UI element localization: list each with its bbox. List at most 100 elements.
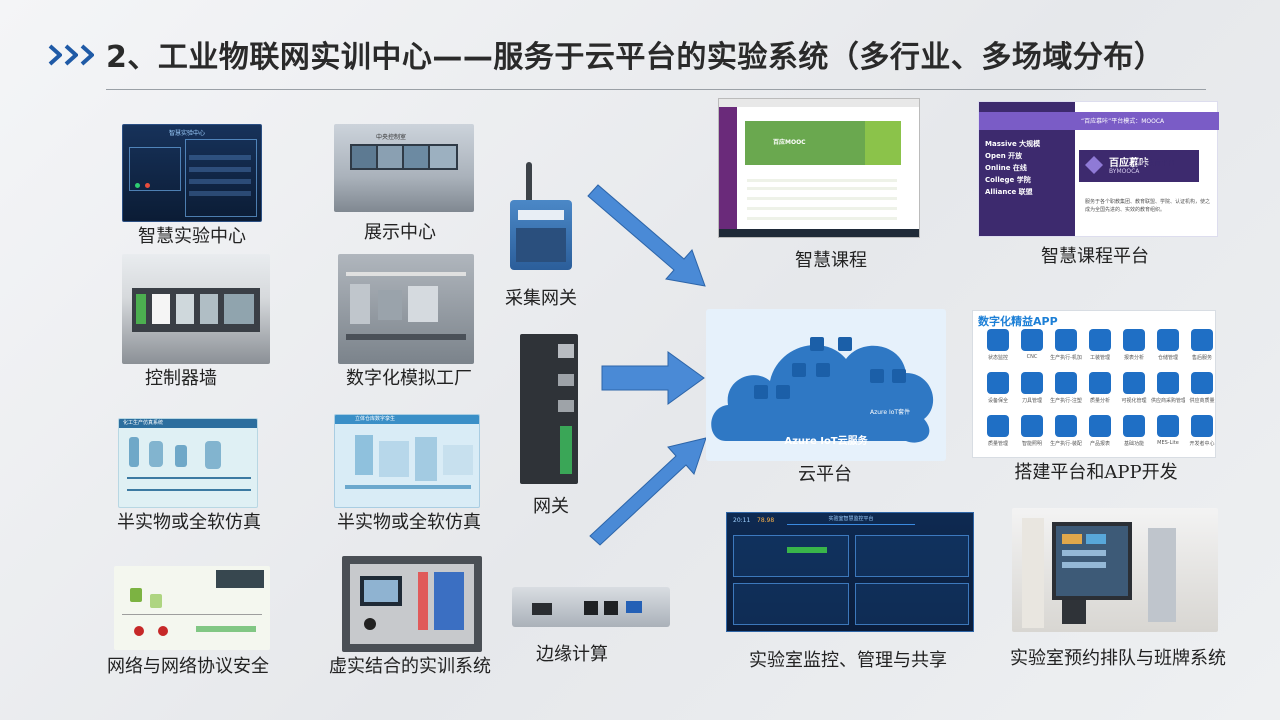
simulation-caption-1: 半实物或全软仿真 xyxy=(117,512,261,533)
app-tile-label: 报表分析 xyxy=(1123,355,1144,361)
cloud-service-label: Azure IoT云服务 xyxy=(784,436,868,447)
app-tile-icon xyxy=(1089,372,1111,394)
app-tile-icon xyxy=(1157,415,1179,437)
cloud-sub-label: Azure IoT套件 xyxy=(870,409,911,416)
app-tile-label: 产品报表 xyxy=(1089,441,1110,447)
collect-gateway-device xyxy=(510,200,572,270)
build-platform-caption: 搭建平台和APP开发 xyxy=(1014,462,1178,483)
mooc-platform-label: 在线教育平台 xyxy=(1133,159,1175,167)
app-tile-icon xyxy=(1021,329,1043,351)
app-tile-icon xyxy=(1191,372,1213,394)
chevron-right-icon xyxy=(48,44,62,66)
lab-monitor-caption: 实验室监控、管理与共享 xyxy=(749,650,947,671)
network-security-caption: 网络与网络协议安全 xyxy=(107,656,269,677)
app-tile-label: 售后服务 xyxy=(1191,355,1212,361)
mooc-description: 服务于各个职教集团、教育联盟、学院、认证机构，使之成为全国先进的、实效的教育组织… xyxy=(1085,199,1211,213)
app-tile-label: 工装管理 xyxy=(1089,355,1110,361)
simulation-2-title: 立体仓库数字孪生 xyxy=(335,415,479,424)
collect-gateway-antenna xyxy=(526,162,532,218)
display-center-caption: 展示中心 xyxy=(364,222,436,243)
smart-course-platform-caption: 智慧课程平台 xyxy=(1041,246,1149,267)
simulation-screenshot-2: 立体仓库数字孪生 xyxy=(334,414,480,508)
bymooca-logo-icon xyxy=(1085,156,1103,174)
simulation-screenshot-1: 化工生产仿真系统 xyxy=(118,418,258,508)
arrow-icon xyxy=(601,351,705,405)
app-tile-icon xyxy=(1157,329,1179,351)
edge-computing-device xyxy=(512,587,670,627)
arrow-icon xyxy=(589,437,707,546)
app-tile-label: 开发者中心 xyxy=(1189,441,1215,447)
app-tile-icon xyxy=(1021,372,1043,394)
app-grid-title: 数字化精益APP xyxy=(978,315,1058,328)
collect-gateway-caption: 采集网关 xyxy=(505,288,577,309)
app-tile-label: 刀具管理 xyxy=(1021,398,1042,404)
smart-course-platform-banner: “百应慕咔”平台模式：MOOCA Massive 大规模 Open 开放 Onl… xyxy=(978,101,1219,237)
app-tile-label: 质量管理 xyxy=(987,441,1008,447)
app-tile-icon xyxy=(1191,329,1213,351)
app-tile-label: 生产执行-注塑 xyxy=(1050,398,1082,404)
simulation-1-title: 化工生产仿真系统 xyxy=(119,419,257,428)
app-tile-icon xyxy=(1089,329,1111,351)
mooc-brand-name: 百应慕咔 xyxy=(1109,158,1149,169)
network-security-diagram xyxy=(114,566,270,650)
controller-wall-caption: 控制器墙 xyxy=(145,368,217,389)
app-tile-icon xyxy=(1191,415,1213,437)
app-tile-icon xyxy=(1157,372,1179,394)
lab-booking-caption: 实验室预约排队与班牌系统 xyxy=(1010,648,1226,669)
chevron-right-icon xyxy=(64,44,78,66)
browser-banner-text: 百应MOOC xyxy=(773,139,806,146)
mooc-brand-en: BYMOOCA xyxy=(1109,168,1140,175)
edge-computing-caption: 边缘计算 xyxy=(536,644,608,665)
controller-wall-photo xyxy=(122,254,270,364)
app-tile-icon xyxy=(987,415,1009,437)
app-tile-icon xyxy=(1123,415,1145,437)
display-wall-label: 中央控制室 xyxy=(376,134,407,141)
app-tile-icon xyxy=(1123,329,1145,351)
cloud-platform-caption: 云平台 xyxy=(798,464,852,485)
virtual-real-training-photo xyxy=(342,556,482,652)
gateway-caption: 网关 xyxy=(533,496,569,517)
page-title: 2、工业物联网实训中心——服务于云平台的实验系统（多行业、多场域分布） xyxy=(106,40,1165,75)
smart-course-caption: 智慧课程 xyxy=(795,250,867,271)
mooc-letters: Massive 大规模 Open 开放 Online 在线 College 学院… xyxy=(985,140,1041,196)
digital-factory-caption: 数字化模拟工厂 xyxy=(346,368,472,389)
digital-factory-photo xyxy=(338,254,474,364)
simulation-caption-2: 半实物或全软仿真 xyxy=(337,512,481,533)
app-tile-icon xyxy=(1055,372,1077,394)
app-tile-label: 基础功能 xyxy=(1123,441,1144,447)
display-center-photo: 中央控制室 xyxy=(334,124,474,212)
app-tile-label: 供应商采购管理 xyxy=(1151,398,1185,404)
monitor-time: 20:11 xyxy=(733,517,751,524)
title-divider xyxy=(106,89,1206,90)
lab-monitor-screenshot: 实验室智慧监控平台 20:11 78.98 xyxy=(726,512,974,632)
app-tile-label: 状态监控 xyxy=(987,355,1008,361)
smart-lab-caption: 智慧实验中心 xyxy=(138,226,246,247)
app-tile-label: 仓储管理 xyxy=(1157,355,1178,361)
monitor-value: 78.98 xyxy=(757,517,775,524)
chevron-right-icon xyxy=(80,44,94,66)
app-tile-label: MES-Lite xyxy=(1157,440,1179,446)
app-tile-icon xyxy=(1021,415,1043,437)
app-tile-icon xyxy=(1089,415,1111,437)
lab-booking-photo xyxy=(1012,508,1218,632)
app-tile-label: 质量分析 xyxy=(1089,398,1110,404)
smart-lab-screenshot: 智慧实验中心 xyxy=(122,124,262,222)
app-tile-label: 供应商质量 xyxy=(1189,398,1215,404)
app-tile-icon xyxy=(1123,372,1145,394)
app-tile-label: CNC xyxy=(1026,354,1038,360)
app-tile-label: 设备保全 xyxy=(987,398,1008,404)
cloud-platform-diagram: Azure IoT套件 Azure IoT云服务 xyxy=(706,309,946,461)
mooc-slogan: “百应慕咔”平台模式：MOOCA xyxy=(1081,118,1165,125)
app-tile-icon xyxy=(1055,329,1077,351)
smart-lab-screen-title: 智慧实验中心 xyxy=(169,130,206,137)
smart-course-screenshot: 百应MOOC xyxy=(718,98,920,238)
app-tile-icon xyxy=(1055,415,1077,437)
gateway-device xyxy=(520,334,578,484)
app-tile-label: 智能照明 xyxy=(1021,441,1042,447)
app-tile-label: 生产执行-装配 xyxy=(1050,441,1082,447)
arrow-icon xyxy=(587,184,706,287)
app-tile-label: 生产执行-机加 xyxy=(1050,355,1082,361)
app-grid-screenshot: 数字化精益APP 状态监控 CNC 生产执行-机加 工装管理 报表分析 仓储管理 售后服务设… xyxy=(972,310,1216,458)
monitor-title: 实验室智慧监控平台 xyxy=(828,516,874,522)
